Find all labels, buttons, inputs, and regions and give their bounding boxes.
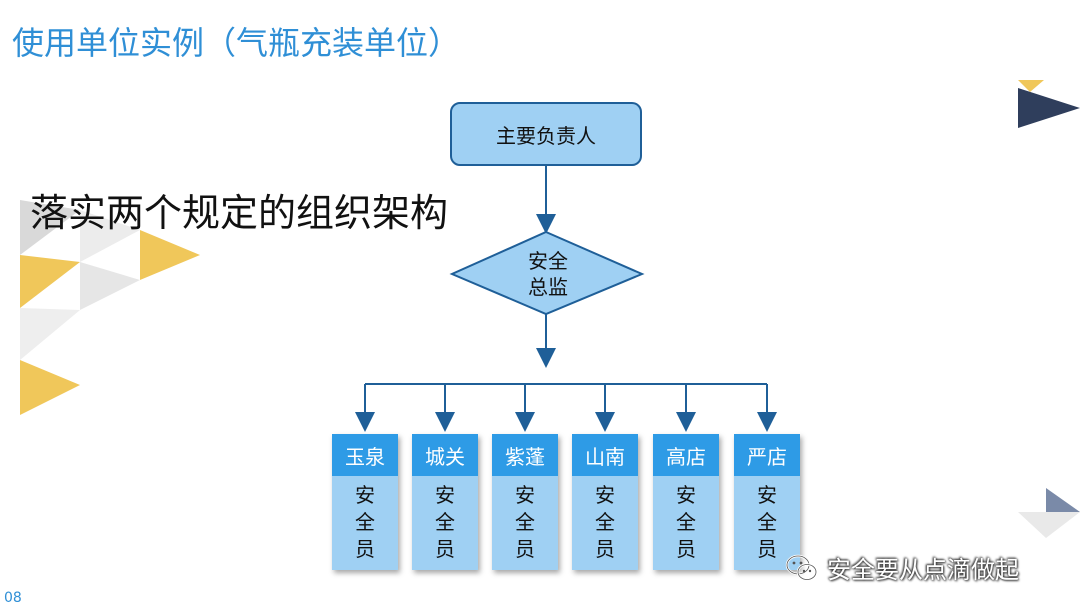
- role-char: 安: [515, 483, 535, 507]
- unit-role: 安 全 员: [492, 476, 558, 570]
- deco-triangle: [1018, 88, 1080, 128]
- role-char: 全: [355, 510, 375, 534]
- role-char: 安: [757, 483, 777, 507]
- slide-title: 使用单位实例（气瓶充装单位）: [12, 24, 461, 62]
- role-char: 员: [515, 537, 535, 561]
- unit-role: 安 全 员: [734, 476, 800, 570]
- unit-role: 安 全 员: [653, 476, 719, 570]
- role-char: 安: [355, 483, 375, 507]
- role-char: 全: [515, 510, 535, 534]
- slide-subtitle: 落实两个规定的组织架构: [30, 191, 449, 235]
- unit-box-1: 玉泉 安 全 员: [332, 434, 398, 570]
- unit-box-6: 严店 安 全 员: [734, 434, 800, 570]
- safety-director-diamond: [449, 230, 645, 316]
- chief-person-box: 主要负责人: [450, 102, 642, 166]
- role-char: 全: [757, 510, 777, 534]
- page-number: 08: [4, 590, 22, 606]
- safety-director-label: 安全 总监: [500, 248, 596, 300]
- role-char: 全: [595, 510, 615, 534]
- unit-role: 安 全 员: [412, 476, 478, 570]
- unit-box-3: 紫蓬 安 全 员: [492, 434, 558, 570]
- role-char: 全: [676, 510, 696, 534]
- role-char: 员: [595, 537, 615, 561]
- deco-triangle: [20, 200, 80, 255]
- role-char: 员: [676, 537, 696, 561]
- wechat-icon: [785, 554, 818, 581]
- unit-name: 玉泉: [332, 434, 398, 476]
- deco-triangle: [1018, 512, 1080, 538]
- role-char: 全: [435, 510, 455, 534]
- deco-triangle: [80, 210, 140, 262]
- role-char: 员: [355, 537, 375, 561]
- role-char: 安: [676, 483, 696, 507]
- unit-role: 安 全 员: [572, 476, 638, 570]
- deco-triangle: [20, 360, 80, 415]
- unit-box-5: 高店 安 全 员: [653, 434, 719, 570]
- role-char: 员: [435, 537, 455, 561]
- unit-name: 城关: [412, 434, 478, 476]
- deco-triangle: [20, 308, 80, 360]
- deco-triangle: [80, 262, 140, 310]
- unit-name: 高店: [653, 434, 719, 476]
- watermark: 安全要从点滴做起: [785, 550, 1019, 585]
- role-char: 员: [757, 537, 777, 561]
- unit-role: 安 全 员: [332, 476, 398, 570]
- unit-name: 严店: [734, 434, 800, 476]
- watermark-text: 安全要从点滴做起: [827, 556, 1019, 584]
- role-char: 安: [595, 483, 615, 507]
- deco-triangle: [20, 255, 80, 308]
- deco-triangle: [140, 230, 200, 280]
- deco-triangle: [1018, 80, 1044, 92]
- unit-box-4: 山南 安 全 员: [572, 434, 638, 570]
- role-char: 安: [435, 483, 455, 507]
- unit-box-2: 城关 安 全 员: [412, 434, 478, 570]
- diamond-line-1: 安全: [528, 249, 568, 273]
- unit-name: 山南: [572, 434, 638, 476]
- unit-name: 紫蓬: [492, 434, 558, 476]
- diamond-line-2: 总监: [528, 275, 568, 299]
